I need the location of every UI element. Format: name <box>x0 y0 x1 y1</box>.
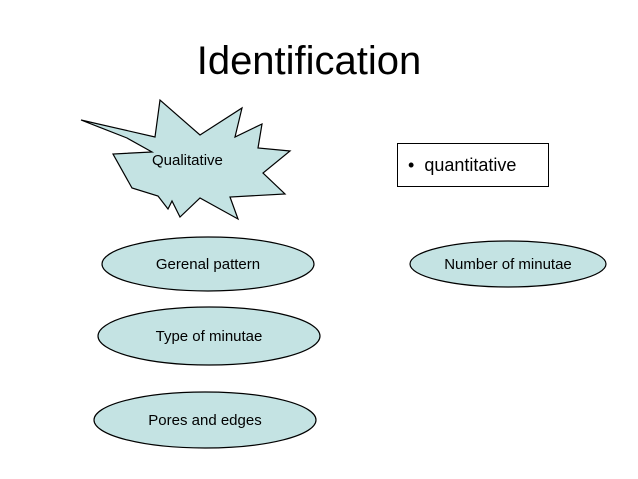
ellipse-pores-and-edges: Pores and edges <box>93 391 317 449</box>
bullet-marker: • <box>408 154 415 175</box>
quantitative-box: • quantitative <box>397 143 549 187</box>
ellipse-type-of-minutae: Type of minutae <box>97 306 321 366</box>
qualitative-label: Qualitative <box>152 152 223 169</box>
ellipse-number-of-minutae: Number of minutae <box>409 240 607 288</box>
ellipse-shape <box>409 240 607 288</box>
ellipse-gerenal-pattern: Gerenal pattern <box>101 236 315 292</box>
ellipse-label: Number of minutae <box>444 256 572 273</box>
ellipse-shape <box>93 391 317 449</box>
ellipse-shape <box>101 236 315 292</box>
starburst-shape <box>80 98 292 221</box>
ellipse-shape <box>97 306 321 366</box>
quantitative-label: quantitative <box>424 154 517 175</box>
ellipse-label: Pores and edges <box>148 412 261 429</box>
qualitative-starburst: Qualitative <box>80 98 292 221</box>
ellipse-label: Type of minutae <box>156 328 263 345</box>
ellipse-label: Gerenal pattern <box>156 256 260 273</box>
slide-title: Identification <box>196 39 422 83</box>
